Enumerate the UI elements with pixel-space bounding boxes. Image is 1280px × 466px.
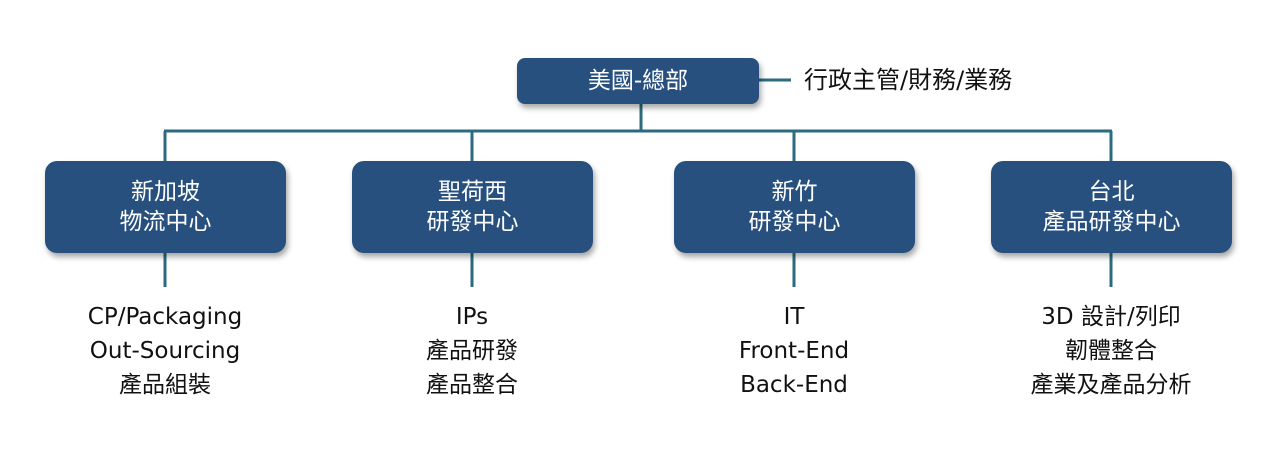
center-type: 研發中心 (748, 209, 841, 235)
detail-item: Out-Sourcing (89, 338, 241, 364)
headquarters-functions-note: 行政主管/財務/業務 (804, 66, 1013, 94)
detail-item: 韌體整合 (1065, 338, 1157, 364)
detail-item: IPs (455, 304, 489, 330)
center-type: 物流中心 (119, 209, 212, 235)
detail-item: 3D 設計/列印 (1041, 304, 1181, 330)
detail-item: 產品組裝 (119, 372, 211, 398)
center-type: 研發中心 (426, 209, 519, 235)
center-name: 聖荷西 (438, 179, 507, 205)
hsinchu-rd-center-box: 新竹 研發中心 (674, 161, 915, 253)
singapore-details: CP/Packaging Out-Sourcing 產品組裝 (15, 300, 315, 402)
center-type: 產品研發中心 (1042, 209, 1181, 235)
taipei-details: 3D 設計/列印 韌體整合 產業及產品分析 (961, 300, 1261, 402)
center-name: 新竹 (771, 179, 818, 205)
hsinchu-details: IT Front-End Back-End (644, 300, 944, 402)
detail-item: Back-End (740, 372, 848, 398)
headquarters-box: 美國-總部 (517, 58, 759, 104)
detail-item: Front-End (738, 338, 850, 364)
headquarters-label: 美國-總部 (587, 68, 689, 94)
san-jose-details: IPs 產品研發 產品整合 (322, 300, 622, 402)
detail-item: 產品整合 (426, 372, 518, 398)
taipei-product-rd-center-box: 台北 產品研發中心 (991, 161, 1232, 253)
detail-item: 產業及產品分析 (1030, 372, 1192, 398)
singapore-logistics-center-box: 新加坡 物流中心 (45, 161, 286, 253)
detail-item: CP/Packaging (87, 304, 243, 330)
center-name: 台北 (1088, 179, 1135, 205)
detail-item: 產品研發 (426, 338, 518, 364)
center-name: 新加坡 (131, 179, 200, 205)
san-jose-rd-center-box: 聖荷西 研發中心 (352, 161, 593, 253)
detail-item: IT (783, 304, 805, 330)
